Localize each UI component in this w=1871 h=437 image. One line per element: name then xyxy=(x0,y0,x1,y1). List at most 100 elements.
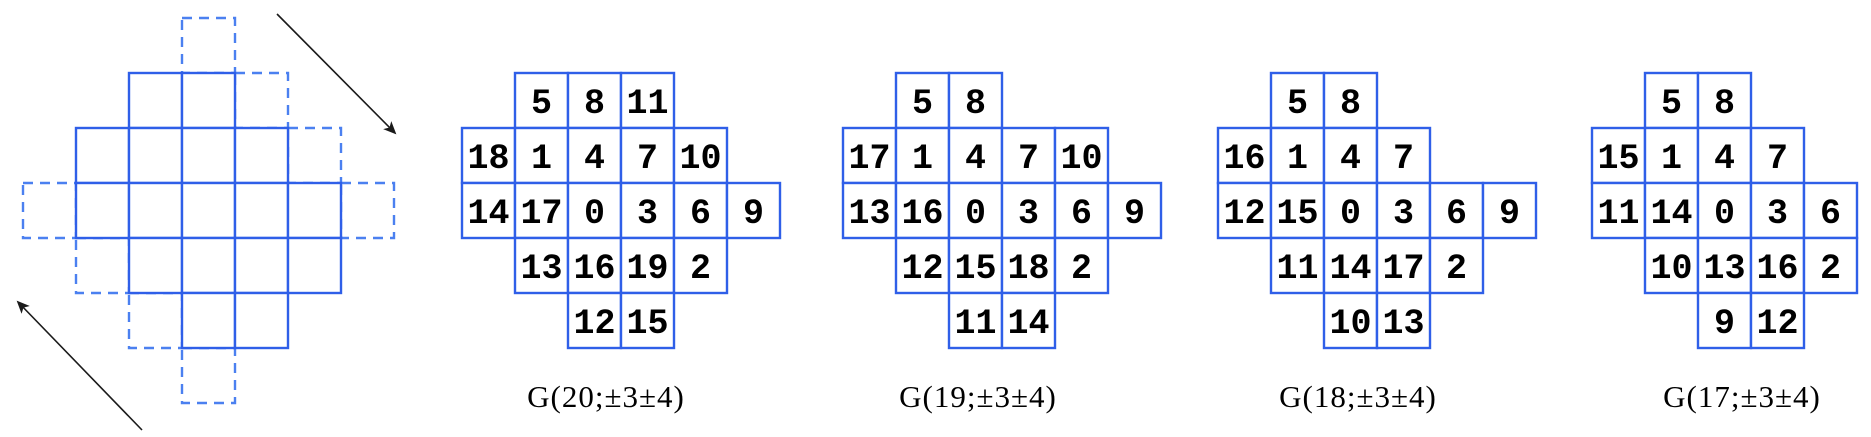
cell-value: 14 xyxy=(1650,194,1692,234)
cell-value: 0 xyxy=(1714,194,1735,234)
cell-value: 5 xyxy=(912,84,933,124)
cell-value: 5 xyxy=(1287,84,1308,124)
cell-value: 2 xyxy=(1446,249,1467,289)
cell-value: 8 xyxy=(584,84,605,124)
cell-value: 9 xyxy=(1499,194,1520,234)
cell-value: 12 xyxy=(901,249,943,289)
dashed-cell xyxy=(74,236,131,295)
solid-cell xyxy=(74,126,131,185)
cell-value: 12 xyxy=(1223,194,1265,234)
grid-cell xyxy=(1000,291,1057,350)
cell-value: 13 xyxy=(1703,249,1745,289)
cell-value: 10 xyxy=(1650,249,1692,289)
grid-cell xyxy=(619,236,676,295)
grid-cell xyxy=(1322,181,1379,240)
grid-cell xyxy=(566,291,623,350)
grid-cell xyxy=(672,236,729,295)
cell-value: 3 xyxy=(1393,194,1414,234)
cell-value: 10 xyxy=(679,139,721,179)
cell-value: 17 xyxy=(848,139,890,179)
cell-value: 1 xyxy=(531,139,552,179)
grid-cell xyxy=(1749,181,1806,240)
cell-value: 2 xyxy=(1071,249,1092,289)
grid-cell xyxy=(894,181,951,240)
grid-caption-g17: G(17;±3±4) xyxy=(1663,379,1821,414)
cell-value: 6 xyxy=(1820,194,1841,234)
cell-value: 14 xyxy=(1007,304,1049,344)
cell-value: 17 xyxy=(520,194,562,234)
grid-cell xyxy=(1590,181,1647,240)
cell-value: 8 xyxy=(965,84,986,124)
grid-cell xyxy=(947,291,1004,350)
dashed-cell xyxy=(339,181,396,240)
grid-cell xyxy=(1643,126,1700,185)
cell-value: 7 xyxy=(1018,139,1039,179)
cell-value: 3 xyxy=(1767,194,1788,234)
grid-caption-g20: G(20;±3±4) xyxy=(527,379,685,414)
cell-value: 5 xyxy=(531,84,552,124)
cell-value: 16 xyxy=(1223,139,1265,179)
grid-cell xyxy=(1481,181,1538,240)
grid-cell xyxy=(566,236,623,295)
grid-cell xyxy=(619,291,676,350)
cell-value: 4 xyxy=(965,139,986,179)
solid-cell xyxy=(127,181,184,240)
grid-cell xyxy=(1428,236,1485,295)
solid-cell xyxy=(127,236,184,295)
grid-cell xyxy=(1053,126,1110,185)
cell-value: 6 xyxy=(1446,194,1467,234)
periodic-tiling-figure xyxy=(16,13,397,431)
cell-value: 7 xyxy=(637,139,658,179)
cell-value: 16 xyxy=(573,249,615,289)
cell-value: 9 xyxy=(1124,194,1145,234)
translation-arrow xyxy=(16,300,143,431)
cell-value: 16 xyxy=(901,194,943,234)
grid-cell xyxy=(725,181,782,240)
cell-value: 15 xyxy=(954,249,996,289)
dashed-cell xyxy=(286,126,343,185)
cell-value: 7 xyxy=(1393,139,1414,179)
cell-value: 15 xyxy=(1597,139,1639,179)
grid-cell xyxy=(460,181,517,240)
grid-cell xyxy=(513,181,570,240)
solid-cell xyxy=(127,126,184,185)
grid-cell xyxy=(1696,71,1753,130)
grid-cell xyxy=(1696,181,1753,240)
cell-value: 11 xyxy=(954,304,996,344)
solid-cell xyxy=(180,71,237,130)
grid-cell xyxy=(672,126,729,185)
solid-cell xyxy=(180,291,237,350)
cell-value: 17 xyxy=(1382,249,1424,289)
grid-cell xyxy=(1000,236,1057,295)
cell-value: 0 xyxy=(965,194,986,234)
grid-cell xyxy=(894,236,951,295)
grid-cell xyxy=(841,181,898,240)
cell-value: 13 xyxy=(1382,304,1424,344)
solid-cell xyxy=(74,181,131,240)
grid-cell xyxy=(841,126,898,185)
cell-value: 14 xyxy=(1329,249,1371,289)
grid-caption-g18: G(18;±3±4) xyxy=(1279,379,1437,414)
dashed-cell xyxy=(21,181,78,240)
cell-value: 10 xyxy=(1329,304,1371,344)
dashed-cell xyxy=(180,346,237,405)
cell-value: 14 xyxy=(467,194,509,234)
solid-cell xyxy=(286,181,343,240)
grid-cell xyxy=(1106,181,1163,240)
solid-cell xyxy=(127,71,184,130)
grid-cell xyxy=(1053,236,1110,295)
grid-cell xyxy=(619,181,676,240)
solid-cell xyxy=(233,181,290,240)
grid-cell xyxy=(1375,236,1432,295)
cell-value: 10 xyxy=(1060,139,1102,179)
cell-value: 0 xyxy=(584,194,605,234)
cell-value: 2 xyxy=(690,249,711,289)
grid-cell xyxy=(1696,291,1753,350)
solid-cell xyxy=(180,181,237,240)
cell-value: 18 xyxy=(467,139,509,179)
cell-value: 11 xyxy=(1276,249,1318,289)
grid-cell xyxy=(1643,236,1700,295)
